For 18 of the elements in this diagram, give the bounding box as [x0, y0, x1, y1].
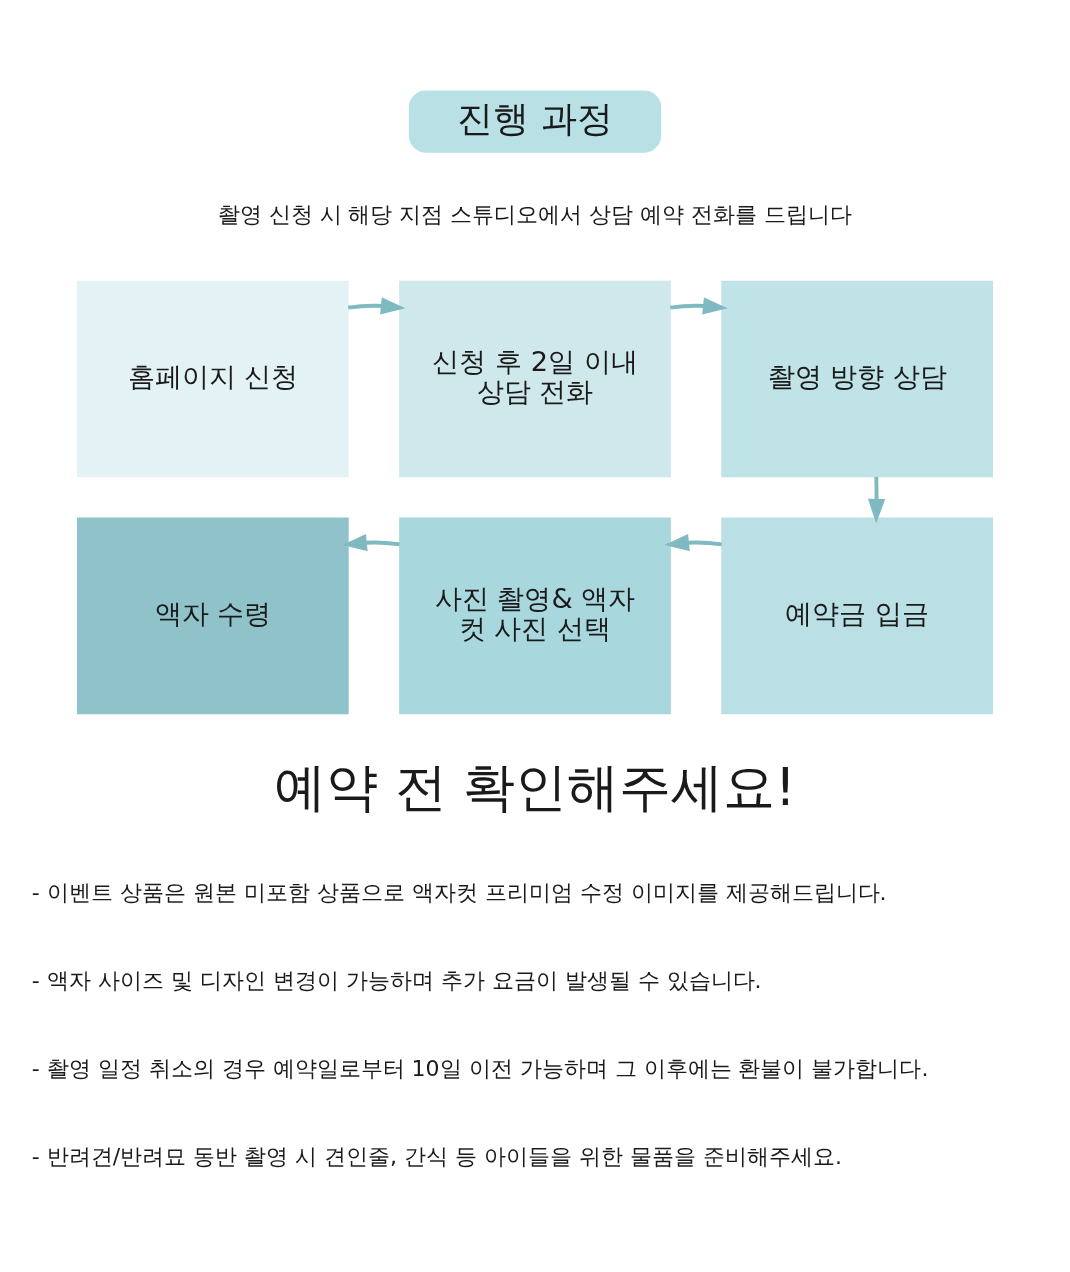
- label: - 액자 사이즈 및 디자인 변경이 가능하며 추가 요금이 발생될 수 있습니다.: [31, 967, 762, 993]
- node-box: 사진 촬영& 액자 컷 사진 선택: [399, 516, 671, 714]
- node-box: 촬영 방향 상담: [721, 280, 993, 477]
- arrow: [664, 533, 722, 551]
- node-box: 홈페이지 신청: [77, 280, 349, 477]
- label: - 이벤트 상품은 원본 미포함 상품으로 액자컷 프리미엄 수정 이미지를 제공해드립니다.: [31, 879, 887, 905]
- arrow: [670, 296, 728, 314]
- label: 촬영 신청 시 해당 지점 스튜디오에서 상담 예약 전화를 드립니다: [217, 201, 853, 227]
- arrow: [347, 296, 406, 314]
- node-box: 예약금 입금: [721, 516, 993, 714]
- label: 예약 전 확인해주세요!: [274, 756, 796, 817]
- label: - 촬영 일정 취소의 경우 예약일로부터 10일 이전 가능하며 그 이후에는 환불이 불가합니다.: [31, 1055, 929, 1081]
- node-box: 액자 수령: [77, 516, 349, 714]
- node-box: 신청 후 2일 이내 상담 전화: [399, 280, 671, 477]
- arrow: [342, 533, 400, 551]
- node-box: 진행 과정: [408, 90, 662, 153]
- arrow: [867, 476, 886, 524]
- label: - 반려견/반려묘 동반 촬영 시 견인줄, 간식 등 아이들을 위한 물품을 준비해주세요.: [31, 1143, 842, 1169]
